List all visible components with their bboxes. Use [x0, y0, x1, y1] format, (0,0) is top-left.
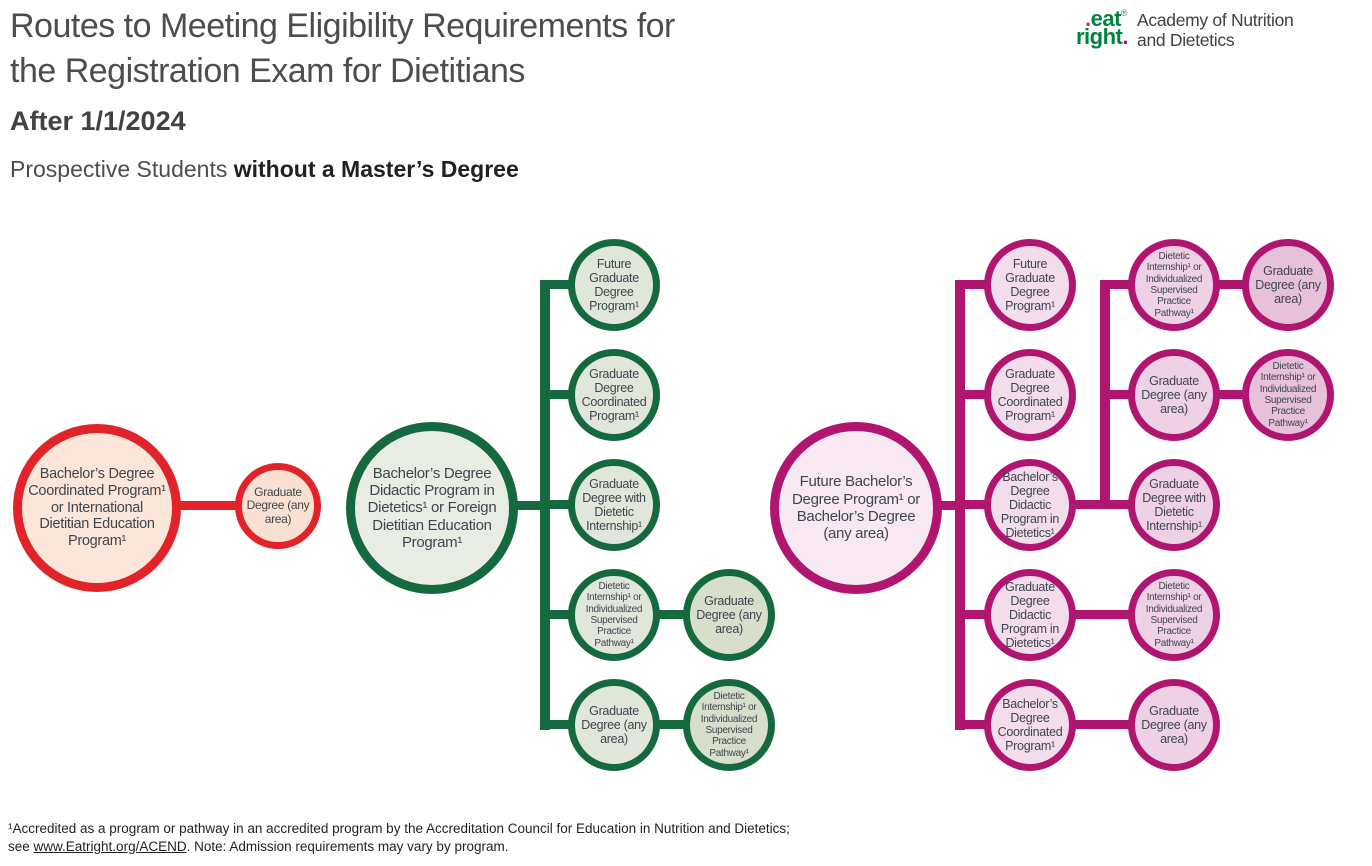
node-label: Dietetic Internship¹ or Individualized S…	[700, 690, 758, 759]
connector-magenta-row5-next	[1072, 720, 1132, 729]
node-label: Graduate Degree (any area)	[1141, 374, 1207, 416]
connector-magenta-row2	[960, 390, 990, 399]
connector-magenta-row4-next	[1072, 610, 1132, 619]
academy-logo: .eat® right. Academy of Nutrition and Di…	[1076, 8, 1294, 50]
logo-word-eat: eat	[1090, 6, 1122, 31]
connector-magenta-row4	[960, 610, 990, 619]
node-bachelors-didactic-or-foreign: Bachelor’s Degree Didactic Program in Di…	[346, 422, 518, 594]
node-label: Future Bachelor’s Degree Program¹ or Bac…	[792, 473, 920, 543]
node-green-graduate-degree-any-area: Graduate Degree (any area)	[568, 679, 660, 771]
node-green-graduate-degree-any-area-after-internship: Graduate Degree (any area)	[683, 569, 775, 661]
node-magenta-bachelors-didactic-program: Bachelor’s Degree Didactic Program in Di…	[984, 459, 1076, 551]
connector-magenta-sub-row2	[1105, 390, 1133, 399]
node-label: Dietetic Internship¹ or Individualized S…	[1145, 250, 1203, 319]
connector-green-row2	[545, 390, 575, 399]
node-magenta-sub-dietetic-internship-or-ispp: Dietetic Internship¹ or Individualized S…	[1128, 239, 1220, 331]
node-label: Graduate Degree Didactic Program in Diet…	[1000, 580, 1060, 650]
node-label: Graduate Degree Coordinated Program¹	[581, 367, 647, 423]
eatright-logo-mark: .eat® right.	[1076, 8, 1128, 48]
connector-magenta-row3	[960, 500, 990, 509]
node-label: Dietetic Internship¹ or Individualized S…	[1145, 580, 1203, 649]
node-label: Graduate Degree (any area)	[581, 704, 647, 746]
audience-bold: without a Master’s Degree	[233, 156, 519, 182]
logo-magenta-dot: .	[1122, 24, 1129, 50]
node-label: Dietetic Internship¹ or Individualized S…	[585, 580, 643, 649]
connector-green-row5-next	[656, 720, 688, 729]
title-line2: the Registration Exam for Dietitians	[10, 51, 525, 90]
footnote-line1: ¹Accredited as a program or pathway in a…	[8, 821, 790, 836]
footnote-line2-post: . Note: Admission requirements may vary …	[186, 838, 509, 854]
node-label: Graduate Degree with Dietetic Internship…	[582, 477, 646, 533]
node-magenta-future-graduate-degree-program: Future Graduate Degree Program¹	[984, 239, 1076, 331]
node-label: Bachelor’s Degree Coordinated Program¹ o…	[28, 465, 166, 550]
node-red-graduate-degree-any-area: Graduate Degree (any area)	[235, 463, 321, 549]
connector-magenta-sub-row1-next	[1216, 280, 1246, 289]
footnote: ¹Accredited as a program or pathway in a…	[8, 820, 790, 856]
node-future-bachelors-or-bachelors-any-area: Future Bachelor’s Degree Program¹ or Bac…	[770, 422, 942, 594]
node-green-future-graduate-degree-program: Future Graduate Degree Program¹	[568, 239, 660, 331]
acend-link[interactable]: www.Eatright.org/ACEND	[33, 838, 187, 854]
logo-red-dot: .	[1085, 6, 1091, 31]
node-label: Graduate Degree with Dietetic Internship…	[1142, 477, 1206, 533]
node-green-graduate-degree-coordinated-program: Graduate Degree Coordinated Program¹	[568, 349, 660, 441]
node-label: Bachelor’s Degree Didactic Program in Di…	[367, 464, 497, 552]
subtitle-date: After 1/1/2024	[10, 106, 186, 136]
audience-prefix: Prospective Students	[10, 156, 234, 182]
page-title: Routes to Meeting Eligibility Requiremen…	[10, 4, 675, 94]
node-label: Future Graduate Degree Program¹	[1005, 257, 1055, 313]
connector-green-root-trunk	[510, 501, 550, 510]
node-magenta-sub-graduate-degree-any-area-2: Graduate Degree (any area)	[1128, 349, 1220, 441]
node-magenta-graduate-degree-didactic-program: Graduate Degree Didactic Program in Diet…	[984, 569, 1076, 661]
node-magenta-dietetic-internship-or-ispp-after-didactic: Dietetic Internship¹ or Individualized S…	[1128, 569, 1220, 661]
logo-line-right: right.	[1076, 26, 1128, 48]
connector-green-row4	[545, 610, 575, 619]
node-label: Bachelor’s Degree Coordinated Program¹	[997, 697, 1063, 753]
node-label: Graduate Degree Coordinated Program¹	[997, 367, 1063, 423]
connector-magenta-row5	[960, 720, 990, 729]
registered-mark: ®	[1120, 8, 1128, 18]
logo-line-eat: .eat®	[1076, 8, 1128, 30]
connector-magenta-row3-sub	[1072, 500, 1134, 509]
node-green-dietetic-internship-or-ispp-after-degree: Dietetic Internship¹ or Individualized S…	[683, 679, 775, 771]
connector-green-row4-next	[656, 610, 688, 619]
logo-word-right: right	[1076, 24, 1123, 50]
academy-name-line1: Academy of Nutrition	[1137, 10, 1294, 30]
academy-name-line2: and Dietetics	[1137, 29, 1235, 50]
node-magenta-graduate-degree-any-area-after-coordinated: Graduate Degree (any area)	[1128, 679, 1220, 771]
node-label: Graduate Degree (any area)	[1255, 264, 1321, 306]
connector-green-row3	[545, 500, 575, 509]
node-magenta-graduate-degree-with-dietetic-internship: Graduate Degree with Dietetic Internship…	[1128, 459, 1220, 551]
connector-green-row1	[545, 280, 575, 289]
node-magenta-sub-graduate-degree-any-area-1: Graduate Degree (any area)	[1242, 239, 1334, 331]
connector-green-row5	[545, 720, 575, 729]
node-label: Dietetic Internship¹ or Individualized S…	[1259, 360, 1317, 429]
node-label: Bachelor’s Degree Didactic Program in Di…	[1000, 470, 1060, 540]
node-magenta-bachelors-coordinated-program: Bachelor’s Degree Coordinated Program¹	[984, 679, 1076, 771]
connector-red-root-child	[176, 501, 238, 510]
node-label: Graduate Degree (any area)	[246, 484, 310, 526]
node-magenta-sub-dietetic-internship-or-ispp-2: Dietetic Internship¹ or Individualized S…	[1242, 349, 1334, 441]
node-label: Future Graduate Degree Program¹	[589, 257, 639, 313]
title-line1: Routes to Meeting Eligibility Requiremen…	[10, 7, 675, 45]
connector-magenta-row1	[960, 280, 990, 289]
connector-magenta-sub-row2-next	[1216, 390, 1246, 399]
node-label: Graduate Degree (any area)	[696, 594, 762, 636]
footnote-line2-pre: see	[8, 838, 34, 854]
academy-name: Academy of Nutrition and Dietetics	[1137, 10, 1294, 50]
connector-magenta-sub-row1	[1105, 280, 1133, 289]
node-label: Graduate Degree (any area)	[1141, 704, 1207, 746]
audience-line: Prospective Students without a Master’s …	[10, 156, 519, 183]
node-magenta-graduate-degree-coordinated-program: Graduate Degree Coordinated Program¹	[984, 349, 1076, 441]
node-bachelors-coordinated-or-international: Bachelor’s Degree Coordinated Program¹ o…	[13, 424, 181, 592]
node-green-graduate-degree-with-dietetic-internship: Graduate Degree with Dietetic Internship…	[568, 459, 660, 551]
connector-magenta-root-trunk	[934, 501, 965, 510]
node-green-dietetic-internship-or-ispp: Dietetic Internship¹ or Individualized S…	[568, 569, 660, 661]
